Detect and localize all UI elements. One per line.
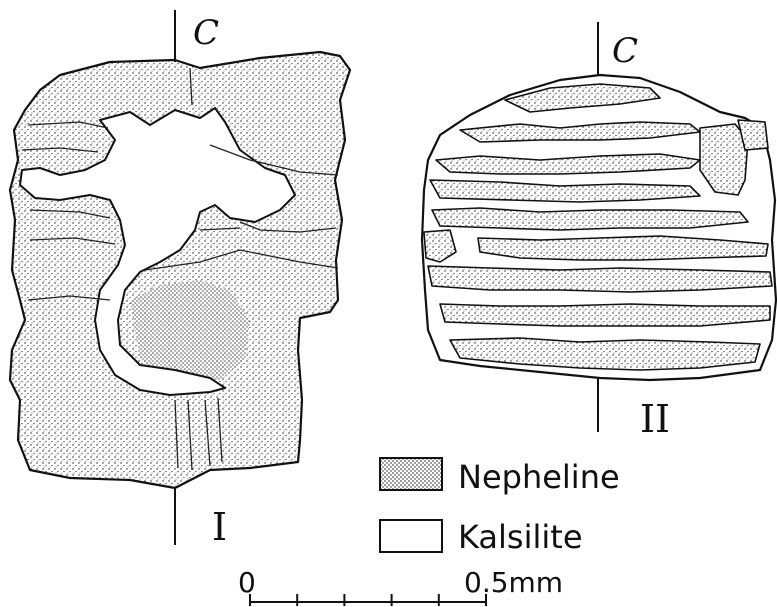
scale-end-label: 0.5mm (464, 566, 563, 599)
legend-label-nepheline: Nepheline (458, 458, 620, 496)
scale-ticks (250, 594, 486, 606)
grain-section-ii (422, 75, 776, 380)
axis-c-left-label: C (193, 13, 219, 53)
legend-swatch-kalsilite (380, 520, 442, 552)
legend: Nepheline Kalsilite (380, 458, 620, 556)
legend-label-kalsilite: Kalsilite (458, 518, 583, 556)
scale-start-label: 0 (238, 566, 256, 599)
section-label-ii: II (640, 397, 670, 441)
scale-bar: 0 0.5mm (238, 566, 563, 606)
axis-c-right-label: C (612, 31, 638, 71)
grain-section-i (10, 52, 350, 488)
section-label-i: I (212, 505, 227, 549)
legend-swatch-nepheline (380, 458, 442, 490)
